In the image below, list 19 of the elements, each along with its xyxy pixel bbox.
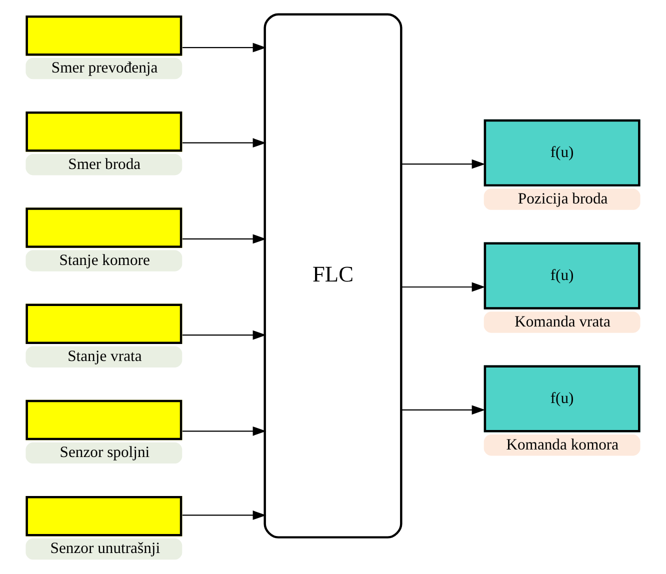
node-label: Smer prevođenja	[51, 60, 158, 77]
arrow	[182, 234, 266, 244]
node-label: Stanje komore	[59, 252, 150, 269]
node-label: Komanda komora	[506, 436, 619, 454]
node-box: FLC	[264, 13, 402, 538]
arrow	[182, 330, 266, 340]
node-label: Senzor spoljni	[60, 444, 150, 462]
arrow	[182, 42, 266, 52]
arrow	[401, 159, 486, 169]
arrow	[182, 138, 266, 148]
node-label: Stanje vrata	[68, 348, 142, 365]
arrow	[401, 405, 486, 415]
arrow	[182, 510, 266, 520]
node-label: Smer broda	[68, 156, 141, 173]
node-label: Komanda vrata	[514, 313, 610, 330]
arrow	[401, 282, 486, 292]
node-label: Pozicija broda	[518, 190, 608, 208]
node-label: Senzor unutrašnji	[50, 540, 160, 558]
arrow	[182, 426, 266, 436]
